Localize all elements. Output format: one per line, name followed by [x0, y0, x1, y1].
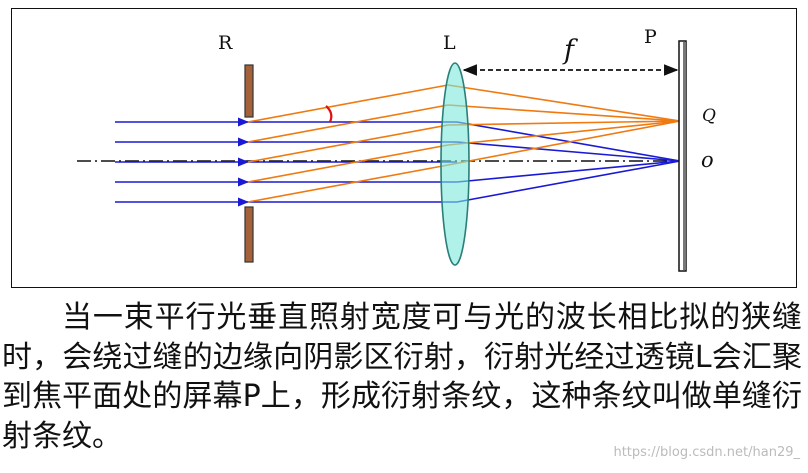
- optics-diagram: R L P f Q o: [11, 8, 797, 288]
- diffracted-ray: [447, 104, 681, 122]
- convex-lens: [440, 62, 470, 266]
- diffracted-ray: [447, 120, 681, 126]
- label-slit-r: R: [218, 32, 233, 54]
- diffracted-ray: [447, 120, 681, 146]
- refracted-ray: [456, 141, 681, 162]
- diffraction-angle-arc: [325, 105, 333, 123]
- diffracted-ray: [247, 124, 449, 163]
- diffracted-ray: [247, 104, 449, 143]
- label-screen-p: P: [644, 26, 657, 48]
- watermark: https://blog.csdn.net/han29_: [613, 445, 800, 460]
- diffracted-ray: [247, 164, 449, 203]
- diffracted-rays: [247, 84, 681, 203]
- refracted-ray: [456, 160, 681, 203]
- refracted-ray: [456, 160, 681, 183]
- diagram-canvas: [77, 40, 687, 272]
- diffracted-ray: [447, 84, 681, 122]
- diffracted-ray: [447, 120, 681, 166]
- label-focal-length: f: [564, 35, 574, 66]
- label-point-q: Q: [702, 106, 716, 126]
- label-lens-l: L: [443, 32, 456, 54]
- caption-paragraph: 当一束平行光垂直照射宽度可与光的波长相比拟的狭缝时，会绕过缝的边缘向阴影区衍射，…: [2, 300, 802, 454]
- diffracted-ray: [247, 84, 449, 123]
- label-point-o: o: [701, 148, 714, 172]
- slit-plate-r: [244, 64, 254, 263]
- diffracted-ray: [247, 144, 449, 183]
